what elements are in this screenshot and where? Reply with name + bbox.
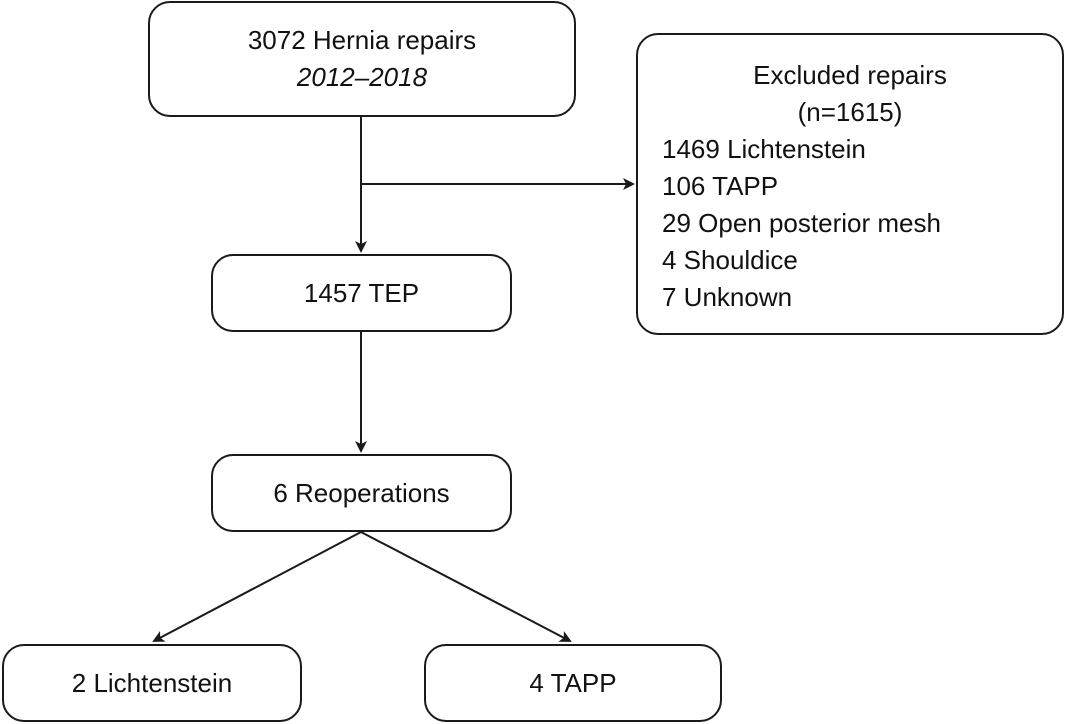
excluded-item: 7 Unknown (662, 282, 793, 312)
reoperations-label: 6 Reoperations (273, 477, 450, 508)
excluded-item: 4 Shouldice (662, 245, 798, 275)
lichtenstein-outcome-label: 2 Lichtenstein (71, 667, 233, 698)
reoperations-box: 6 Reoperations (211, 454, 512, 532)
tep-label: 1457 TEP (303, 277, 420, 308)
excluded-repairs-title: Excluded repairs (753, 60, 947, 90)
excluded-item: 106 TAPP (662, 171, 779, 201)
tep-box: 1457 TEP (211, 254, 512, 332)
excluded-item: 1469 Lichtenstein (662, 134, 866, 164)
tapp-outcome-box: 4 TAPP (424, 644, 722, 722)
hernia-repairs-box: 3072 Hernia repairs 2012–2018 (148, 1, 576, 117)
arrow-reoperations-to-tapp (360, 531, 572, 642)
arrow-reoperations-to-lichtenstein (152, 531, 362, 642)
excluded-repairs-box: Excluded repairs (n=1615) 1469 Lichtenst… (636, 33, 1064, 335)
excluded-repairs-count: (n=1615) (797, 97, 903, 127)
excluded-repairs-list: 1469 Lichtenstein 106 TAPP 29 Open poste… (638, 131, 1062, 316)
lichtenstein-outcome-box: 2 Lichtenstein (2, 644, 302, 722)
tapp-outcome-label: 4 TAPP (529, 667, 617, 698)
excluded-item: 29 Open posterior mesh (662, 208, 941, 238)
hernia-repairs-title: 3072 Hernia repairs (247, 25, 477, 55)
study-period: 2012–2018 (296, 62, 428, 92)
